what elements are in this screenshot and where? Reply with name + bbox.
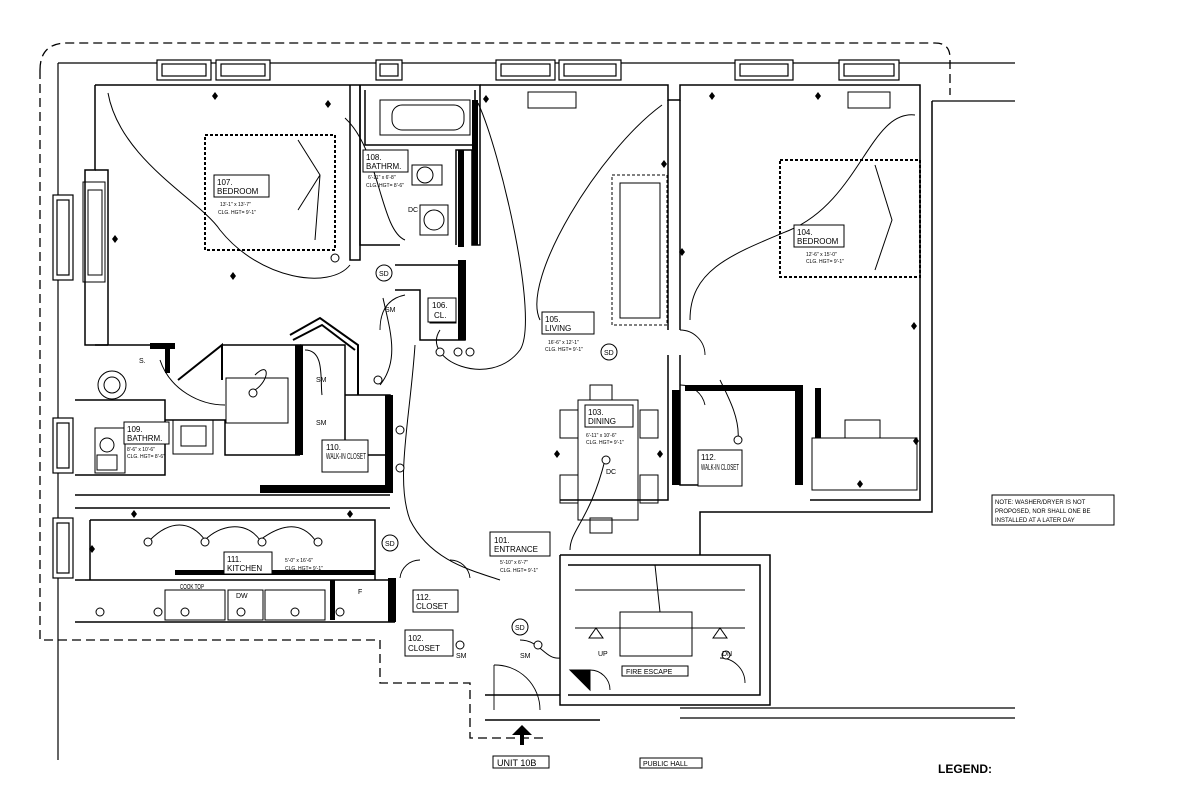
room-104-dims: 12'-6" x 15'-0" [806, 252, 837, 258]
room-112b-name: WALK-IN CLOSET [701, 463, 739, 472]
wiring [107, 92, 916, 659]
room-105-dims: 16'-6" x 12'-1" [548, 340, 579, 346]
room-101-name: ENTRANCE [494, 545, 538, 554]
room-106: 106. CL. [427, 297, 457, 323]
sd-label-4: SD [515, 625, 525, 632]
fire-escape-box [621, 665, 689, 677]
up-label: UP [598, 651, 608, 658]
room-109-number: 109. [127, 425, 143, 434]
public-hall-box [639, 757, 703, 769]
room-108-number: 108. [366, 153, 382, 162]
room-105-number: 105. [545, 315, 561, 324]
room-108-ceiling: CLG. HGT= 8'-6" [366, 183, 404, 189]
room-109-ceiling: CLG. HGT= 8'-6" [127, 454, 165, 460]
sm-label-3: SM [316, 420, 327, 427]
sm-label-1: SM [385, 307, 396, 314]
room-112-number: 112. [416, 593, 431, 602]
room-112b-number: 112. [701, 453, 716, 462]
room-108-name: BATHRM. [366, 162, 401, 171]
room-104-name: BEDROOM [797, 237, 839, 246]
room-103-ceiling: CLG. HGT= 9'-1" [586, 440, 624, 446]
interior-walls [75, 84, 933, 721]
room-105-name: LIVING [545, 324, 571, 333]
closet-diagonal-walls [177, 316, 359, 395]
light-fixtures [95, 253, 743, 660]
room-112-name: CLOSET [416, 602, 448, 611]
room-103-dims: 6'-11" x 10'-6" [586, 433, 617, 439]
room-111-number: 111. [227, 555, 241, 564]
unit-label: UNIT 10B [497, 758, 536, 768]
room-107-number: 107. [217, 178, 233, 187]
room-106-name: CL. [434, 311, 446, 320]
room-107-ceiling: CLG. HGT= 9'-1" [218, 210, 256, 216]
room-111-dims: 5'-0" x 16'-6" [285, 558, 313, 564]
dishwasher-label: DW [236, 593, 248, 600]
room-110: 110. WALK-IN CLOSET [321, 439, 369, 473]
room-103-name: DINING [588, 417, 616, 426]
fridge-label: F [358, 589, 362, 596]
room-107-name: BEDROOM [217, 187, 259, 196]
room-101: 101. ENTRANCE 5'-10" x 6'-7" CLG. HGT= 9… [489, 531, 551, 574]
sd-label-2: SD [604, 350, 614, 357]
room-109-name: BATHRM. [127, 434, 162, 443]
sd-label-1: SD [379, 271, 389, 278]
room-101-dims: 5'-10" x 6'-7" [500, 560, 528, 566]
room-111-name: KITCHEN [227, 564, 262, 573]
room-105-ceiling: CLG. HGT= 9'-1" [545, 347, 583, 353]
room-101-ceiling: CLG. HGT= 9'-1" [500, 568, 538, 574]
smoke-detectors: SD SD SD SD [375, 264, 618, 636]
room-110-name: WALK-IN CLOSET [326, 452, 366, 461]
room-102-name: CLOSET [408, 644, 440, 653]
room-112: 112. CLOSET [412, 589, 459, 613]
fire-escape-label: FIRE ESCAPE [626, 669, 673, 676]
room-110-number: 110. [326, 443, 341, 452]
room-112-walk-in: 112. WALK-IN CLOSET [697, 449, 743, 487]
dc-label-1: DC [408, 207, 418, 214]
room-108-dims: 6'-11" x 6'-8" [368, 175, 396, 181]
furniture [82, 91, 921, 621]
room-109: 109. BATHRM. 8'-6" x 10'-6" CLG. HGT= 8'… [123, 421, 170, 460]
sm-label-5: SM [520, 653, 531, 660]
note-line-2: PROPOSED, NOR SHALL ONE BE [995, 509, 1090, 515]
property-boundary-lower [39, 70, 548, 739]
fire-escape-stair [568, 564, 745, 692]
room-103-number: 103. [588, 408, 604, 417]
note-line-1: NOTE: WASHER/DRYER IS NOT [995, 500, 1086, 506]
cooktop-label: COOK TOP [180, 584, 204, 591]
note-line-3: INSTALLED AT A LATER DAY [995, 518, 1075, 524]
room-111-ceiling: CLG. HGT= 9'-1" [285, 566, 323, 572]
heavy-walls [150, 100, 821, 622]
room-109-dims: 8'-6" x 10'-6" [127, 447, 155, 453]
room-108: 108. BATHRM. 6'-11" x 6'-8" CLG. HGT= 8'… [362, 149, 409, 189]
room-104: 104. BEDROOM 12'-6" x 15'-0" CLG. HGT= 9… [793, 224, 845, 265]
room-104-ceiling: CLG. HGT= 9'-1" [806, 259, 844, 265]
room-102-number: 102. [408, 634, 424, 643]
dn-label: DN [722, 651, 732, 658]
windows-left [52, 194, 74, 579]
room-111: 111. KITCHEN 5'-0" x 16'-6" CLG. HGT= 9'… [223, 551, 323, 575]
room-103: 103. DINING 6'-11" x 10'-6" CLG. HGT= 9'… [584, 404, 634, 446]
legend-title: LEGEND: [938, 762, 992, 776]
room-107: 107. BEDROOM 13'-1" x 13'-7" CLG. HGT= 9… [213, 174, 270, 216]
unit-box [492, 755, 550, 769]
room-104-number: 104. [797, 228, 813, 237]
smoke-monoxide-labels: SM SM SM SM SM [316, 307, 531, 660]
sharp-label: S. [139, 358, 146, 365]
sd-label-3: SD [385, 541, 395, 548]
room-102: 102. CLOSET [404, 629, 454, 657]
sm-label-2: SM [316, 377, 327, 384]
windows-top [156, 59, 900, 81]
note-box [991, 494, 1115, 526]
room-107-dims: 13'-1" x 13'-7" [220, 202, 251, 208]
sm-label-4: SM [456, 653, 467, 660]
entry-arrow-icon [512, 725, 532, 745]
room-101-number: 101. [494, 536, 510, 545]
dc-label-2: DC [606, 469, 616, 476]
property-boundary [39, 42, 951, 95]
room-106-number: 106. [432, 301, 448, 310]
outlets [89, 92, 919, 553]
room-105: 105. LIVING 16'-6" x 12'-1" CLG. HGT= 9'… [541, 311, 595, 353]
public-hall-label: PUBLIC HALL [643, 761, 688, 768]
